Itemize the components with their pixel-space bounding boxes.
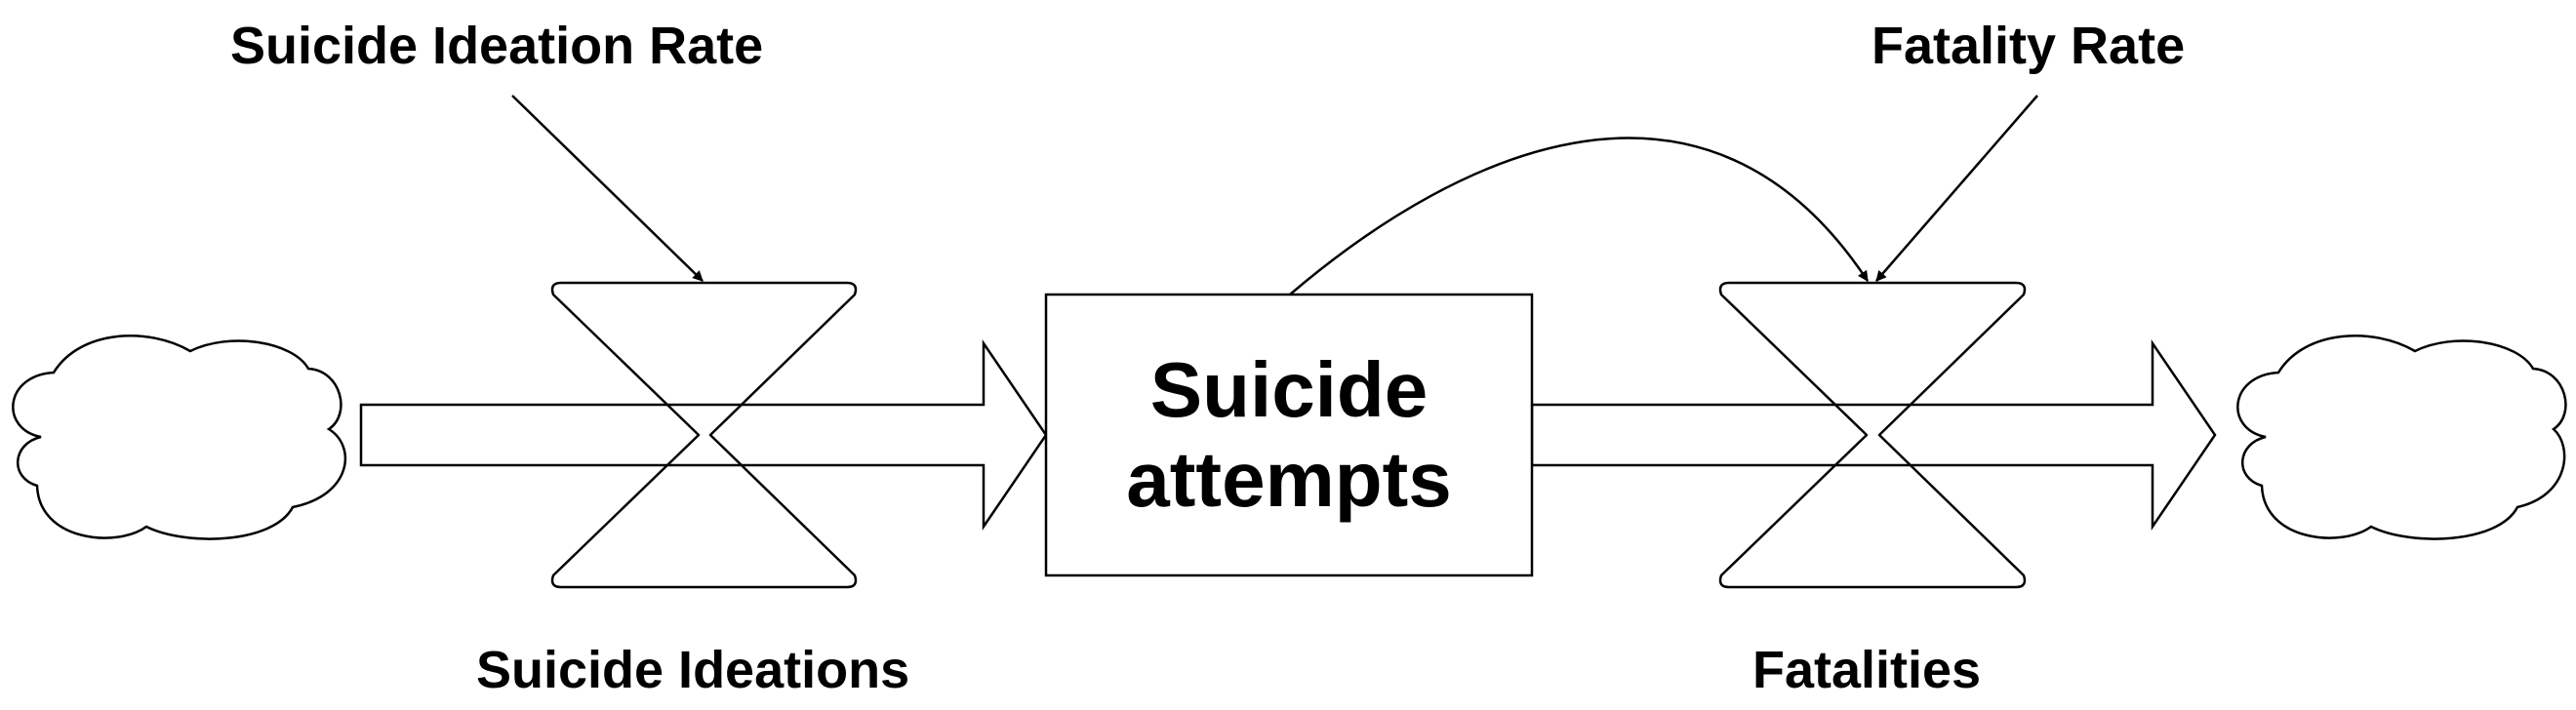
sink-cloud-icon	[2236, 335, 2567, 540]
inflow-valve-icon[interactable]	[550, 281, 858, 589]
ideation-rate-connector	[511, 95, 704, 282]
stock-label: Suicide attempts	[1046, 295, 1532, 575]
inflow-label: Suicide Ideations	[476, 641, 910, 699]
outflow-label: Fatalities	[1752, 641, 1982, 699]
stock-label-line2: attempts	[1126, 436, 1452, 523]
ideation-rate-label: Suicide Ideation Rate	[230, 17, 764, 75]
stock-box[interactable]	[1044, 293, 1534, 577]
stock-to-outflow-connector	[1289, 137, 1870, 296]
fatality-rate-connector	[1875, 95, 2038, 282]
fatality-rate-label: Fatality Rate	[1872, 17, 2186, 75]
outflow-pipe-arrow	[1530, 338, 2217, 532]
outflow-valve-icon[interactable]	[1718, 281, 2027, 589]
inflow-pipe-arrow	[359, 338, 1048, 532]
stock-label-line1: Suicide	[1149, 346, 1429, 433]
source-cloud-icon	[12, 335, 347, 540]
